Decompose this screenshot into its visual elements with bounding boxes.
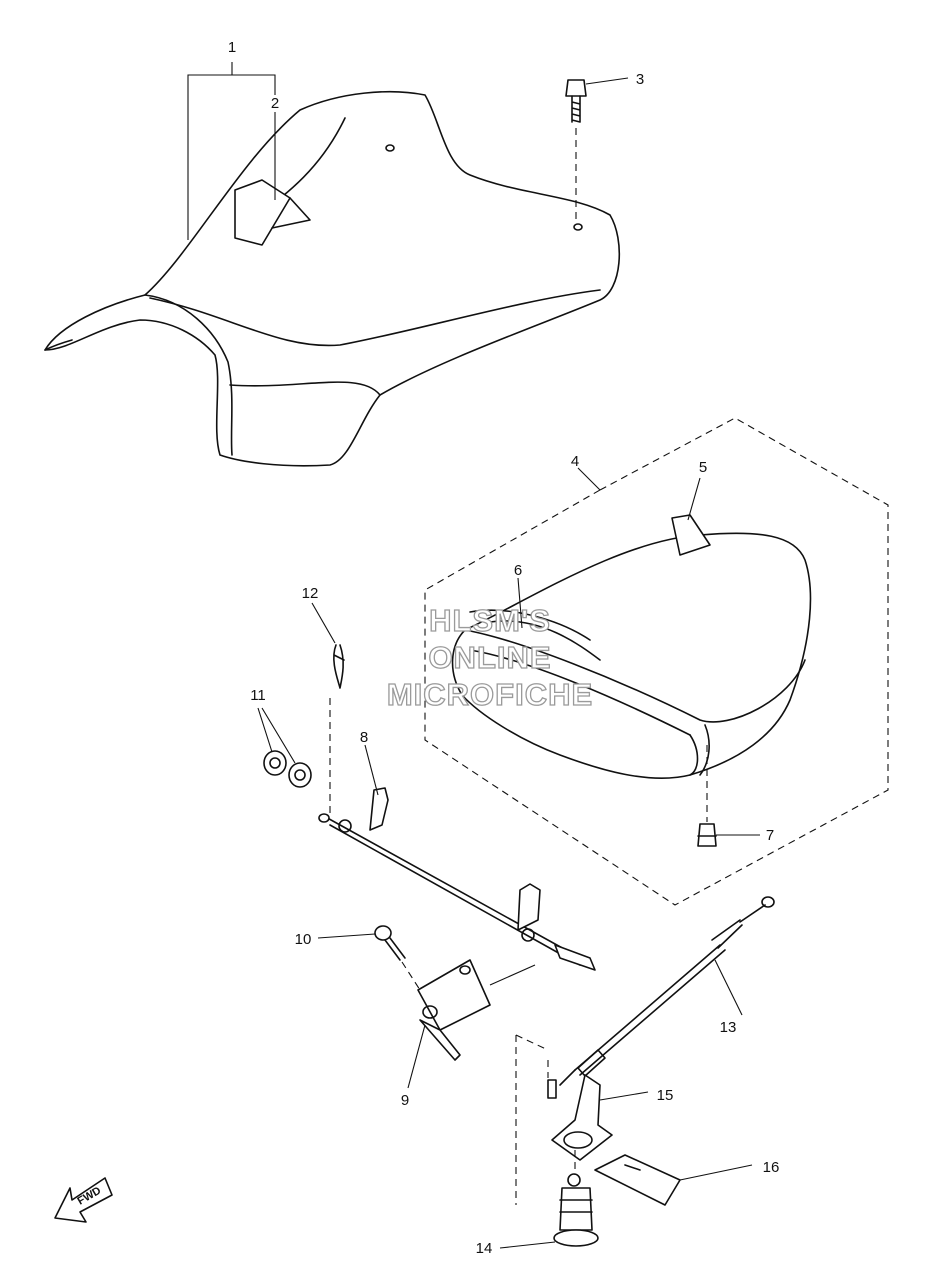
callout-15: 15 [657, 1087, 674, 1104]
watermark-line-1: HLSM'S [428, 603, 551, 638]
seat-label-decal [234, 179, 291, 246]
seat-assembly [44, 90, 621, 467]
bolt-3 [565, 79, 587, 123]
bracket-9 [417, 959, 491, 1061]
forward-arrow-icon: FWD [54, 1177, 113, 1223]
callout-6: 6 [514, 562, 522, 579]
cable-13 [559, 896, 775, 1086]
callout-9: 9 [401, 1092, 409, 1109]
plate-15 [547, 1074, 613, 1161]
callout-12: 12 [302, 585, 319, 602]
watermark-line-3: MICROFICHE [386, 677, 594, 712]
callout-10: 10 [295, 931, 312, 948]
callout-14: 14 [476, 1240, 493, 1257]
watermark-line-2: ONLINE [428, 640, 552, 675]
callout-1: 1 [228, 39, 236, 56]
cover-16 [594, 1154, 681, 1206]
callout-2: 2 [271, 95, 279, 112]
callout-11: 11 [250, 687, 266, 704]
callout-8: 8 [360, 729, 368, 746]
grommets-11 [263, 750, 312, 788]
callout-labels: 1 2 3 4 5 6 7 8 9 10 11 12 13 14 15 16 [228, 39, 780, 1257]
clip-pin-12 [333, 644, 345, 689]
plug-7 [697, 823, 717, 847]
callout-5: 5 [699, 459, 707, 476]
rear-seat [451, 514, 812, 780]
lock-14 [553, 1173, 599, 1247]
rear-seat-decal [671, 514, 711, 556]
screw-10 [374, 925, 406, 961]
callout-3: 3 [636, 71, 644, 88]
callout-16: 16 [763, 1159, 780, 1176]
callout-7: 7 [766, 827, 774, 844]
subassembly-boundary [424, 417, 889, 906]
latch-rod-8 [318, 787, 596, 971]
callout-4: 4 [571, 453, 579, 470]
callout-13: 13 [720, 1019, 737, 1036]
